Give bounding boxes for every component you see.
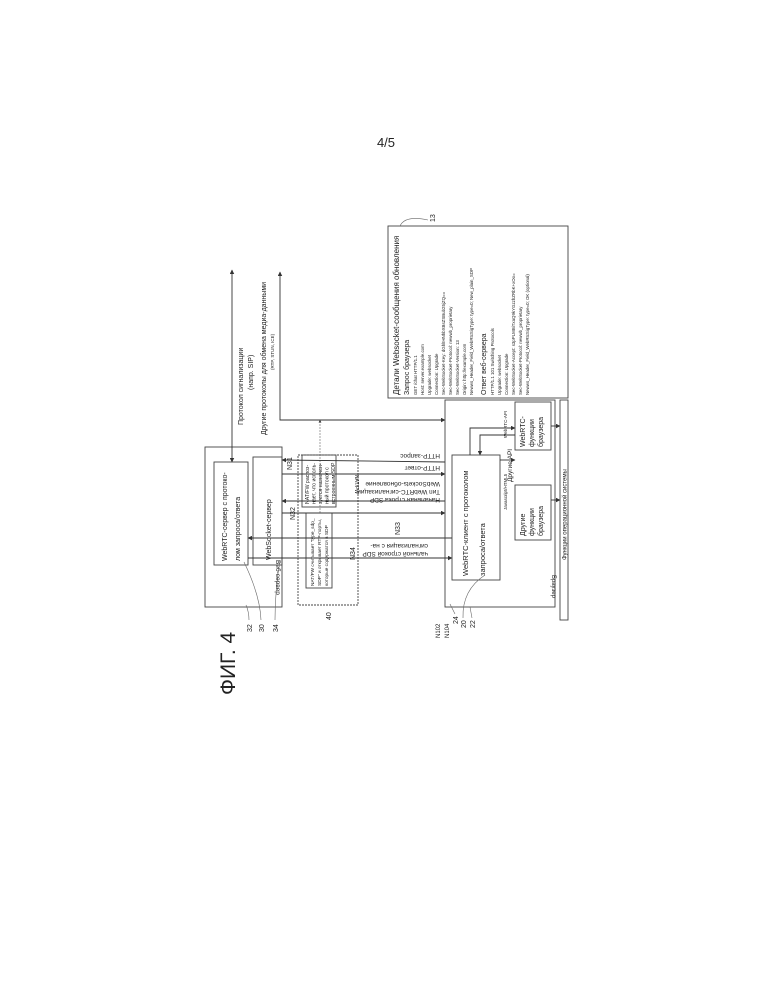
request-line: Upgrade: websocket xyxy=(427,354,432,395)
signaling-sdp-label-2: чальной строкой SDP xyxy=(362,550,428,558)
request-line: Origin: http://example.com xyxy=(462,343,467,395)
signaling-protocol-example: (напр. SIP) xyxy=(248,355,255,390)
webrtc-client-box xyxy=(452,455,500,580)
os-functions-label: Функции операционной системы xyxy=(562,469,569,560)
response-line: Upgrade: websocket xyxy=(497,354,502,395)
ref-22: 22 xyxy=(470,620,477,628)
signaling-sdp-label-1: сигнализация с на- xyxy=(370,542,428,549)
webrtc-client-label-1: WebRTC-клиент с протоколом xyxy=(461,470,470,576)
ref-30: 30 xyxy=(259,624,266,632)
request-line: GET /chat HTTP/1.1 xyxy=(413,355,418,395)
ws-sdp-label: Начальная строка SDP xyxy=(370,496,440,503)
http-request-arrow xyxy=(282,460,445,462)
details-title: Детали Websocket-сообщения обновления xyxy=(392,236,401,395)
ref-n104: N104 xyxy=(445,623,451,638)
nat-note-1-line: встроенным SDP xyxy=(331,462,337,504)
ref-n31: N31 xyxy=(287,457,294,470)
webrtc-client-label-2: запроса/ответа xyxy=(478,522,487,576)
webrtc-functions-line: браузера xyxy=(537,417,545,447)
browser-label: Браузер xyxy=(550,575,556,599)
ws-upgrade-label: WebSockets-обновление xyxy=(365,480,440,488)
media-protocols-label: Другие протоколы для обмена медиа-данным… xyxy=(260,282,268,435)
webrtc-functions-line: функции xyxy=(529,419,536,447)
other-functions-line: функции xyxy=(529,508,536,536)
webrtc-server-box xyxy=(214,462,248,565)
other-functions-line: браузера xyxy=(537,506,545,536)
nat-note-2-line: которые содержатся в SDP xyxy=(324,525,330,586)
figure-label: ФИГ. 4 xyxy=(217,631,240,695)
ref-40: 40 xyxy=(326,612,333,620)
http-response-label: HTTP-ответ xyxy=(405,464,440,471)
nat-note-2-line: NAT/FW считывает "type_sdp_ xyxy=(310,518,316,586)
nat-note-1-line: ный протокол с xyxy=(324,467,331,504)
webrtc-server-label-1: WebRTC-сервер с протоко- xyxy=(222,472,229,561)
ref-24: 24 xyxy=(453,616,460,624)
ref-n32: N32 xyxy=(290,507,297,520)
webrtc-server-label-2: лом запроса/ответа xyxy=(235,497,242,561)
nat-note-1-line: NAT/FW распоз- xyxy=(305,465,311,504)
ref-n33: N33 xyxy=(395,522,402,535)
other-api-label: Другие API xyxy=(507,449,514,482)
response-heading: Ответ веб-сервера xyxy=(480,333,488,395)
nat-note-1-line: нает, что исполь- xyxy=(312,463,318,504)
ref-20: 20 xyxy=(461,620,468,628)
webrtc-functions-line: WebRTC- xyxy=(520,415,527,447)
ref-32: 32 xyxy=(247,624,254,632)
request-line: Connection: Upgrade xyxy=(434,353,439,395)
response-line: Connection: Upgrade xyxy=(504,353,509,395)
nat-note-1-line: зуется назначен- xyxy=(318,463,324,504)
ref-n102: N102 xyxy=(436,623,442,638)
page-number: 4/5 xyxy=(377,135,395,150)
ref-34: 34 xyxy=(273,624,280,632)
response-line: Newws_Header_Field_WebRtcSigType: type=0… xyxy=(525,274,530,395)
request-line: Newws_Header_Field_WebRtcSigType: type=0… xyxy=(469,268,474,395)
response-line: Sec-WebSocket-Accept: s3pPLMBiTxaQ9kYGzz… xyxy=(511,273,516,395)
other-functions-line: Другие xyxy=(520,513,527,536)
request-line: Sec-WebSocket-Protocol: newwb_proprietar… xyxy=(448,306,453,395)
nat-note-2-line: SDP" и открывает RTP-порты, xyxy=(317,519,323,586)
rotated-diagram: ФИГ. 4 Веб-сервер WebRTC-сервер с проток… xyxy=(205,214,569,695)
ref-n34: N34 xyxy=(350,547,357,560)
media-protocols-examples: (RTP, STUN, ICE) xyxy=(270,333,275,370)
request-heading: Запрос браузера xyxy=(403,340,411,395)
request-line: Sec-WebSocket-Version: 13 xyxy=(455,340,460,395)
signaling-protocol-label: Протокол сигнализации xyxy=(238,348,245,425)
ws-type-label: Тип WebRTC-сигнализации xyxy=(357,488,440,495)
response-line: Sec-WebSocket-Protocol: newwb_proprietar… xyxy=(518,306,523,395)
http-request-label: HTTP-запрос xyxy=(400,452,440,459)
request-line: Host: server.example.com xyxy=(420,344,425,395)
websocket-server-label: WebSocket-сервер xyxy=(266,499,273,560)
ref-13: 13 xyxy=(430,214,437,222)
response-line: HTTP/1.1 101 Switching Protocols xyxy=(490,327,495,395)
webrtc-api-label: WebRTC-API xyxy=(503,411,508,438)
request-line: Sec-WebSocket-Key: dGhlIHNhbXBsZSBub25jZ… xyxy=(441,291,446,395)
